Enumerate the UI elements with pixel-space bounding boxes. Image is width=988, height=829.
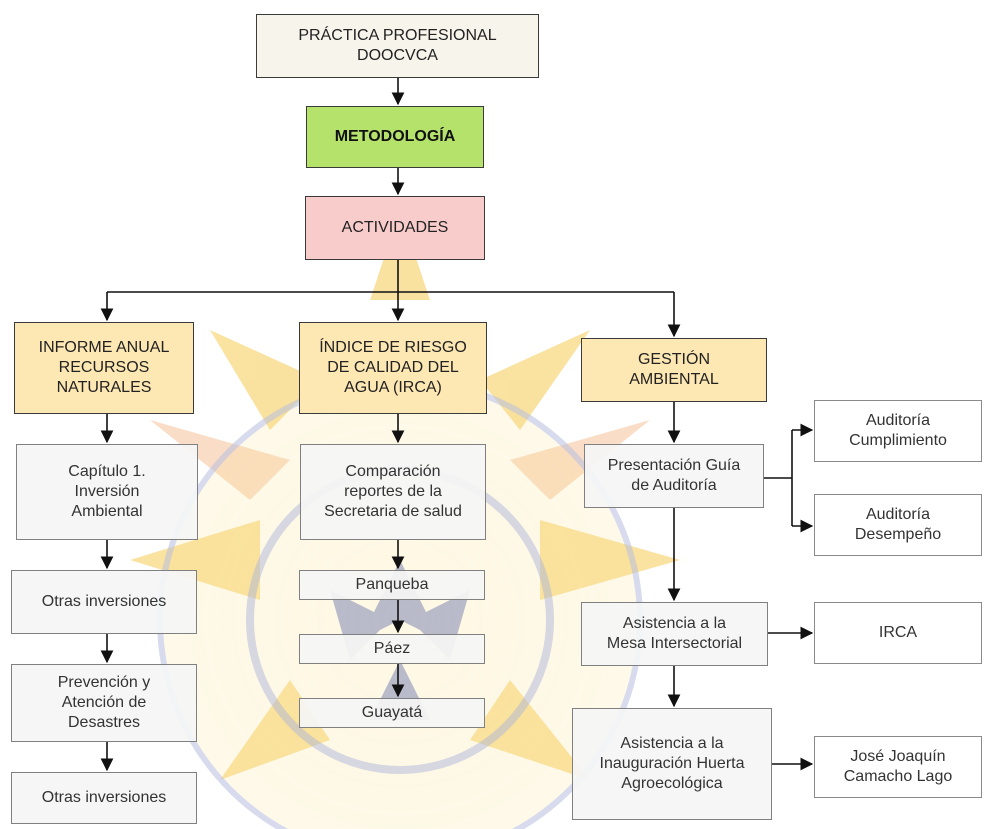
- node-activities: ACTIVIDADES: [305, 196, 485, 260]
- node-branch1-title: INFORME ANUAL RECURSOS NATURALES: [14, 322, 194, 414]
- node-branch3-step-1: Presentación Guía de Auditoría: [584, 444, 764, 508]
- node-outcome-person: José Joaquín Camacho Lago: [814, 736, 982, 798]
- node-branch3-title: GESTIÓN AMBIENTAL: [581, 338, 767, 402]
- node-branch1-step-1: Capítulo 1. Inversión Ambiental: [16, 444, 198, 540]
- node-branch2-title: ÍNDICE DE RIESGO DE CALIDAD DEL AGUA (IR…: [299, 322, 487, 414]
- node-branch2-step-3: Páez: [299, 634, 485, 664]
- node-branch2-step-2: Panqueba: [299, 570, 485, 600]
- node-branch3-step-2: Asistencia a la Mesa Intersectorial: [581, 602, 768, 666]
- node-start: PRÁCTICA PROFESIONAL DOOCVCA: [256, 14, 539, 78]
- node-branch1-step-2: Otras inversiones: [11, 570, 197, 634]
- node-branch1-step-4: Otras inversiones: [11, 772, 197, 824]
- node-branch2-step-4: Guayatá: [299, 698, 485, 728]
- node-methodology: METODOLOGÍA: [306, 106, 484, 168]
- node-outcome-irca: IRCA: [814, 602, 982, 664]
- node-branch3-step-3: Asistencia a la Inauguración Huerta Agro…: [572, 708, 772, 820]
- node-outcome-audit-compliance: Auditoría Cumplimiento: [814, 400, 982, 462]
- node-branch1-step-3: Prevención y Atención de Desastres: [11, 664, 197, 742]
- node-branch2-step-1: Comparación reportes de la Secretaria de…: [300, 444, 486, 540]
- node-outcome-audit-performance: Auditoría Desempeño: [814, 494, 982, 556]
